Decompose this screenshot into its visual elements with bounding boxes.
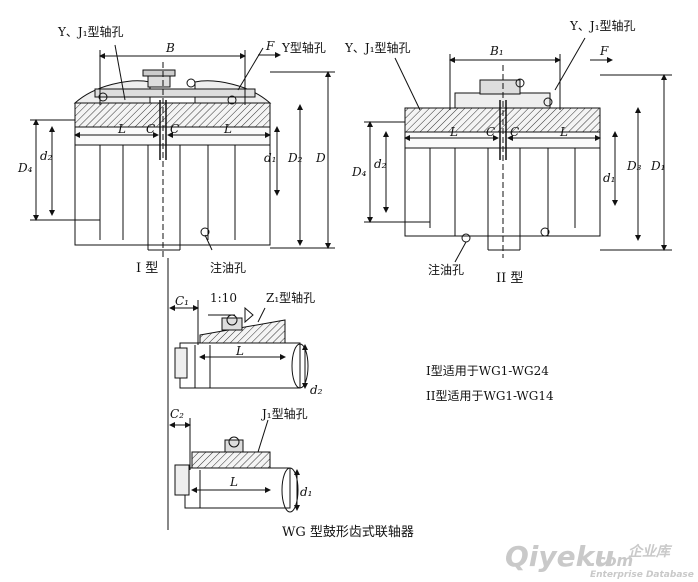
label-d1-left: d₁ (264, 151, 277, 165)
label-z1-shaft: Z₁型轴孔 (266, 290, 315, 305)
label-d1-bot: d₁ (300, 485, 313, 499)
j1-detail-view (169, 418, 300, 513)
label-d2cap-left: D₂ (287, 151, 303, 165)
z1-detail-view (167, 258, 309, 530)
label-c-right-a: C (486, 125, 495, 139)
label-c1: C₁ (175, 294, 189, 308)
dimension-labels: Y、J₁型轴孔 B F Y型轴孔 Y、J₁型轴孔 Y、J₁型轴孔 B₁ F D₄… (17, 18, 665, 499)
label-c-left-a: C (146, 122, 155, 136)
figure-caption: WG 型鼓形齿式联轴器 (282, 525, 414, 540)
label-d4-right: D₄ (351, 165, 367, 179)
label-d1cap: D₁ (650, 159, 665, 173)
label-d2-mid: d₂ (310, 383, 323, 397)
watermark-cn: 企业库 (628, 543, 673, 560)
label-dcap: D (315, 151, 326, 165)
label-y-shaft: Y型轴孔 (281, 40, 326, 55)
note-type-ii: II型适用于WG1-WG14 (426, 389, 554, 403)
label-l-mid: L (235, 344, 244, 358)
label-f-right: F (599, 44, 609, 58)
label-l-left-a: L (117, 122, 126, 136)
label-c-left-b: C (170, 122, 179, 136)
label-d1-right: d₁ (603, 171, 616, 185)
watermark-sub: Enterprise Database (590, 570, 694, 580)
type-ii-view (364, 37, 672, 263)
watermark-brand: Qiyeku (505, 540, 614, 573)
label-oil-right: 注油孔 (428, 262, 464, 277)
label-l-left-b: L (223, 122, 232, 136)
label-d2-right: d₂ (374, 157, 387, 171)
watermark-logo: Qiyeku .com 企业库 Enterprise Database (505, 540, 694, 580)
label-yj1-left: Y、J₁型轴孔 (57, 24, 124, 39)
label-b1: B₁ (489, 44, 504, 58)
label-l-right-b: L (559, 125, 568, 139)
watermark-domain: .com (590, 551, 633, 570)
note-type-i: I型适用于WG1-WG24 (426, 364, 549, 378)
label-ratio: 1:10 (210, 291, 237, 305)
label-d2-left: d₂ (40, 149, 53, 163)
label-f-left: F (265, 39, 275, 53)
type-i-view (30, 44, 335, 258)
label-type-i: I 型 (136, 261, 158, 276)
label-b: B (165, 41, 175, 55)
label-d4-left: D₄ (17, 161, 33, 175)
label-d3: D₃ (626, 159, 642, 173)
label-oil-left: 注油孔 (210, 260, 246, 275)
label-c2: C₂ (170, 407, 184, 421)
label-yj1-mid: Y、J₁型轴孔 (344, 40, 411, 55)
label-l-right-a: L (449, 125, 458, 139)
label-c-right-b: C (510, 125, 519, 139)
applicability-notes: I型适用于WG1-WG24 II型适用于WG1-WG14 (426, 364, 554, 403)
label-yj1-right: Y、J₁型轴孔 (569, 18, 636, 33)
label-type-ii: II 型 (496, 271, 523, 286)
label-l-bot: L (229, 475, 238, 489)
label-j1-shaft: J₁型轴孔 (260, 406, 308, 421)
